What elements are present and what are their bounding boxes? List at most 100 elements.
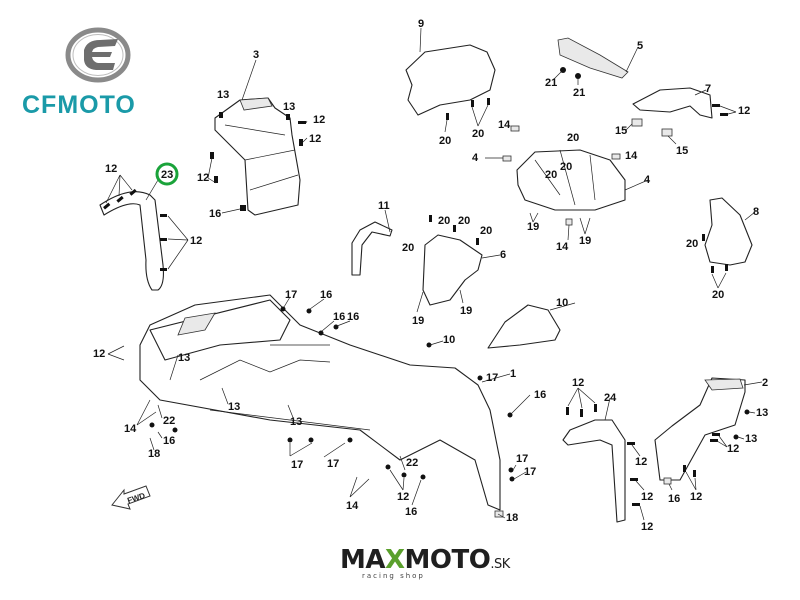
callout-16: 16 [333,311,345,323]
fwd-arrow-shape [111,485,151,510]
callout-17: 17 [486,372,498,384]
part-24-fender-guard[interactable]: 24 12 12 12 12 [562,377,653,533]
callout-12: 12 [635,456,647,468]
part-5-bracket[interactable]: 5 21 21 [545,37,643,99]
callout-12: 12 [727,443,739,455]
part-1-number: 1 [510,368,516,380]
callout-13: 13 [228,401,240,413]
callout-17: 17 [524,466,536,478]
callout-12: 12 [572,377,584,389]
cfmoto-emblem-ring [65,27,131,83]
part-4-front-frame[interactable]: 4 14 20 20 20 14 4 19 14 19 [472,119,651,253]
cfmoto-wordmark: CFMOTO [22,91,136,119]
callout-14: 14 [498,119,511,131]
callout-20: 20 [438,215,450,227]
part-11-number: 11 [378,200,390,212]
callout-12: 12 [641,521,653,533]
callout-20: 20 [480,225,492,237]
callout-19: 19 [412,315,424,327]
part-7-number: 7 [705,83,711,95]
maxmoto-logo: MAXMOTO.SK racing shop [340,545,511,580]
callout-18: 18 [506,512,518,524]
callout-16: 16 [163,435,175,447]
callout-20: 20 [458,215,470,227]
part-11-bracket[interactable]: 11 [351,200,393,276]
callout-13: 13 [178,352,190,364]
callout-17: 17 [327,458,339,470]
part-3-air-duct[interactable]: 3 13 13 12 12 12 16 [197,49,325,220]
callout-13: 13 [217,89,229,101]
screw-fasteners [103,188,167,271]
part-7-cover[interactable]: 7 12 15 15 [615,83,750,157]
callout-13: 13 [745,433,757,445]
part-10-number: 10 [556,297,568,309]
callout-14: 14 [625,150,638,162]
callout-14: 14 [124,423,137,435]
callout-14: 4 [472,152,479,164]
callout-22: 22 [163,415,175,427]
callout-15: 15 [676,145,688,157]
callout-16: 16 [209,208,221,220]
callout-20: 20 [402,242,414,254]
part-23-number: 23 [161,169,173,181]
part-2-number: 2 [762,377,768,389]
forward-direction-arrow: FWD [111,485,151,510]
callout-19: 19 [527,221,539,233]
callout-20: 20 [567,132,579,144]
callout-21: 21 [545,77,557,89]
callout-21: 21 [573,87,585,99]
callout-12: 12 [309,133,321,145]
part-2-side-duct[interactable]: 2 13 13 12 12 16 [654,377,768,505]
callout-12: 12 [690,491,702,503]
callout-17: 17 [285,289,297,301]
callout-15: 15 [615,125,627,137]
callout-19: 19 [460,305,472,317]
callout-12: 12 [738,105,750,117]
callout-12: 12 [190,235,202,247]
callout-20: 20 [545,169,557,181]
callout-12: 12 [313,114,325,126]
callout-16: 16 [320,289,332,301]
part-1-front-body[interactable]: 1 17 16 16 16 10 12 13 14 22 16 18 13 13… [93,289,546,524]
part-9-number: 9 [418,18,424,30]
part-6-headlight-cover[interactable]: 6 20 20 20 20 19 19 [402,215,506,327]
part-8-side-panel[interactable]: 8 20 20 [686,197,759,301]
part-8-number: 8 [753,206,759,218]
callout-16: 16 [668,493,680,505]
callout-20: 20 [560,161,572,173]
part-10-light-lens[interactable]: 10 [487,297,576,349]
callout-19: 19 [579,235,591,247]
part-5-number: 5 [637,40,643,52]
callout-17: 17 [516,453,528,465]
callout-13: 13 [756,407,768,419]
part-3-number: 3 [253,49,259,61]
callout-20: 20 [686,238,698,250]
callout-20: 20 [712,289,724,301]
callout-12: 12 [197,172,209,184]
callout-14: 14 [346,500,359,512]
callout-14: 14 [556,241,569,253]
callout-18: 18 [148,448,160,460]
callout-17: 17 [291,459,303,471]
maxmoto-wordmark: MAXMOTO.SK [340,545,511,575]
callout-12: 12 [93,348,105,360]
part-23-side-guard[interactable]: 23 12 12 [99,162,202,291]
callout-16: 16 [347,311,359,323]
part-6-number: 6 [500,249,506,261]
callout-16: 16 [405,506,417,518]
part-23-highlight-ring [155,162,179,186]
callout-20: 20 [472,128,484,140]
callout-12: 12 [105,163,117,175]
callout-20: 20 [439,135,451,147]
callout-12: 12 [641,491,653,503]
callout-13: 13 [283,101,295,113]
cfmoto-logo: CFMOTO [22,27,136,119]
callout-16: 10 [443,334,455,346]
part-9-cover[interactable]: 9 20 20 [405,18,496,147]
maxmoto-tagline: racing shop [362,572,425,580]
callout-12: 12 [397,491,409,503]
callout-22: 22 [406,457,418,469]
callout-13: 13 [290,416,302,428]
callout-16: 16 [534,389,546,401]
